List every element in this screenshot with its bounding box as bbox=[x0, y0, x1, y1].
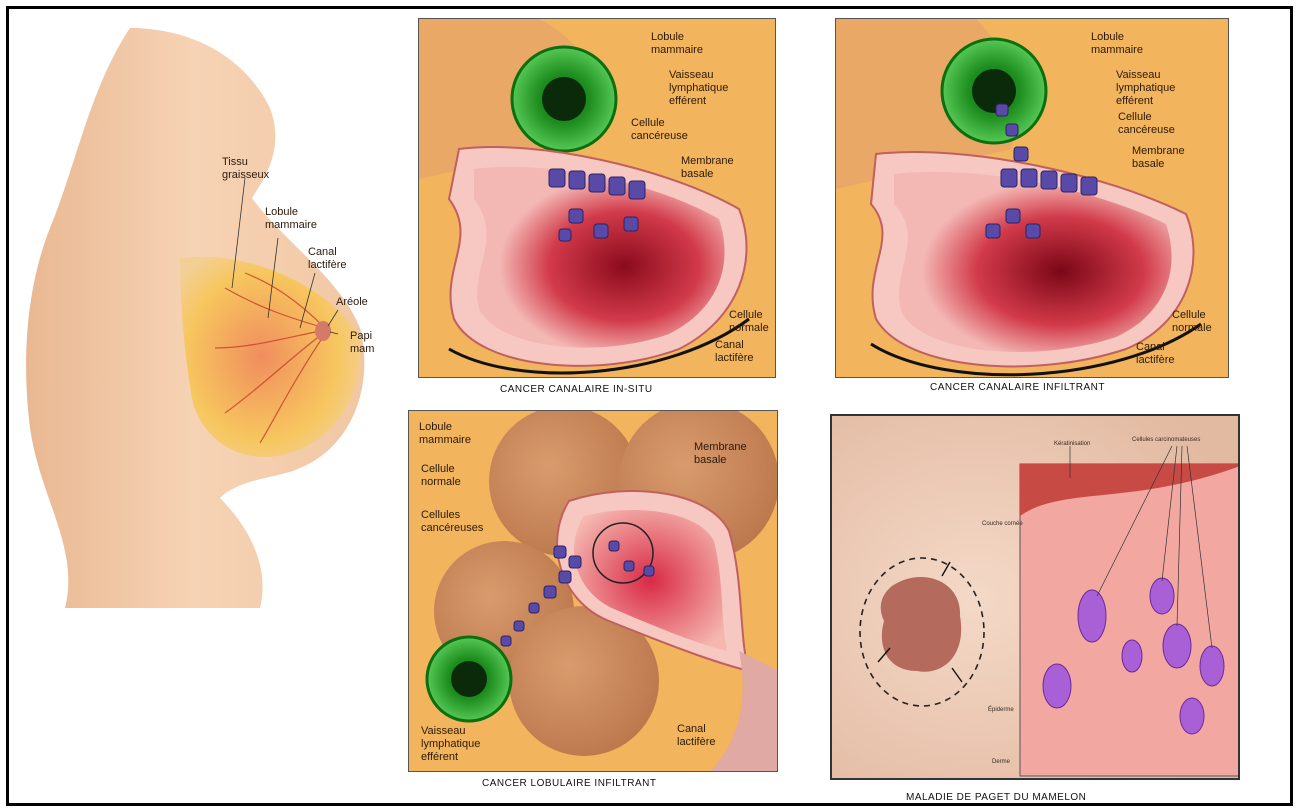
label-vaisseau-lymphatique: Vaisseau lymphatique efférent bbox=[421, 725, 480, 764]
label-membrane-basale: Membrane basale bbox=[681, 155, 734, 181]
panel-maladie-de-paget: Kératinisation Cellules carcinomateuses … bbox=[830, 414, 1240, 780]
label-canal-lactifere: Canal lactifère bbox=[1136, 341, 1175, 367]
caption-paget: MALADIE DE PAGET DU MAMELON bbox=[906, 792, 1086, 803]
label-lobule-mammaire: Lobule mammaire bbox=[265, 206, 317, 232]
caption-in-situ: CANCER CANALAIRE IN-SITU bbox=[500, 384, 653, 395]
label-membrane-basale: Membrane basale bbox=[694, 441, 747, 467]
label-epiderme: Épiderme bbox=[988, 706, 1014, 714]
label-tissu-graisseux: Tissu graisseux bbox=[222, 156, 269, 182]
label-lobule-mammaire: Lobule mammaire bbox=[651, 31, 703, 57]
label-cellule-cancereuse: Cellule cancéreuse bbox=[631, 117, 688, 143]
label-keratinisation: Kératinisation bbox=[1054, 440, 1090, 448]
label-papille: Papi mam bbox=[350, 330, 374, 356]
label-lobule-mammaire: Lobule mammaire bbox=[419, 421, 471, 447]
label-lobule-mammaire: Lobule mammaire bbox=[1091, 31, 1143, 57]
label-derme: Derme bbox=[992, 758, 1010, 766]
panel-cancer-lobulaire-infiltrant: Lobule mammaire Cellule normale Cellules… bbox=[408, 410, 778, 772]
caption-lobulaire: CANCER LOBULAIRE INFILTRANT bbox=[482, 778, 656, 789]
label-membrane-basale: Membrane basale bbox=[1132, 145, 1185, 171]
label-cellule-normale: Cellule normale bbox=[421, 463, 461, 489]
label-couche-cornee: Couche cornée bbox=[982, 520, 1023, 528]
label-cellule-normale: Cellule normale bbox=[1172, 309, 1212, 335]
label-cellule-cancereuse: Cellule cancéreuse bbox=[1118, 111, 1175, 137]
label-canal-lactifere: Canal lactifère bbox=[308, 246, 347, 272]
label-canal-lactifere: Canal lactifère bbox=[677, 723, 716, 749]
caption-infiltrant: CANCER CANALAIRE INFILTRANT bbox=[930, 382, 1105, 393]
label-cellule-normale: Cellule normale bbox=[729, 309, 769, 335]
label-areole: Aréole bbox=[336, 296, 368, 309]
label-canal-lactifere: Canal lactifère bbox=[715, 339, 754, 365]
label-vaisseau-lymphatique: Vaisseau lymphatique efférent bbox=[669, 69, 728, 108]
breast-anatomy-illustration: Tissu graisseux Lobule mammaire Canal la… bbox=[20, 28, 390, 608]
label-cellules-cancereuses: Cellules cancéreuses bbox=[421, 509, 483, 535]
panel-cancer-canalaire-infiltrant: Lobule mammaire Vaisseau lymphatique eff… bbox=[835, 18, 1229, 378]
label-cellules-carcinomateuses: Cellules carcinomateuses bbox=[1132, 436, 1200, 444]
panel-cancer-canalaire-in-situ: Lobule mammaire Vaisseau lymphatique eff… bbox=[418, 18, 776, 378]
label-vaisseau-lymphatique: Vaisseau lymphatique efférent bbox=[1116, 69, 1175, 108]
